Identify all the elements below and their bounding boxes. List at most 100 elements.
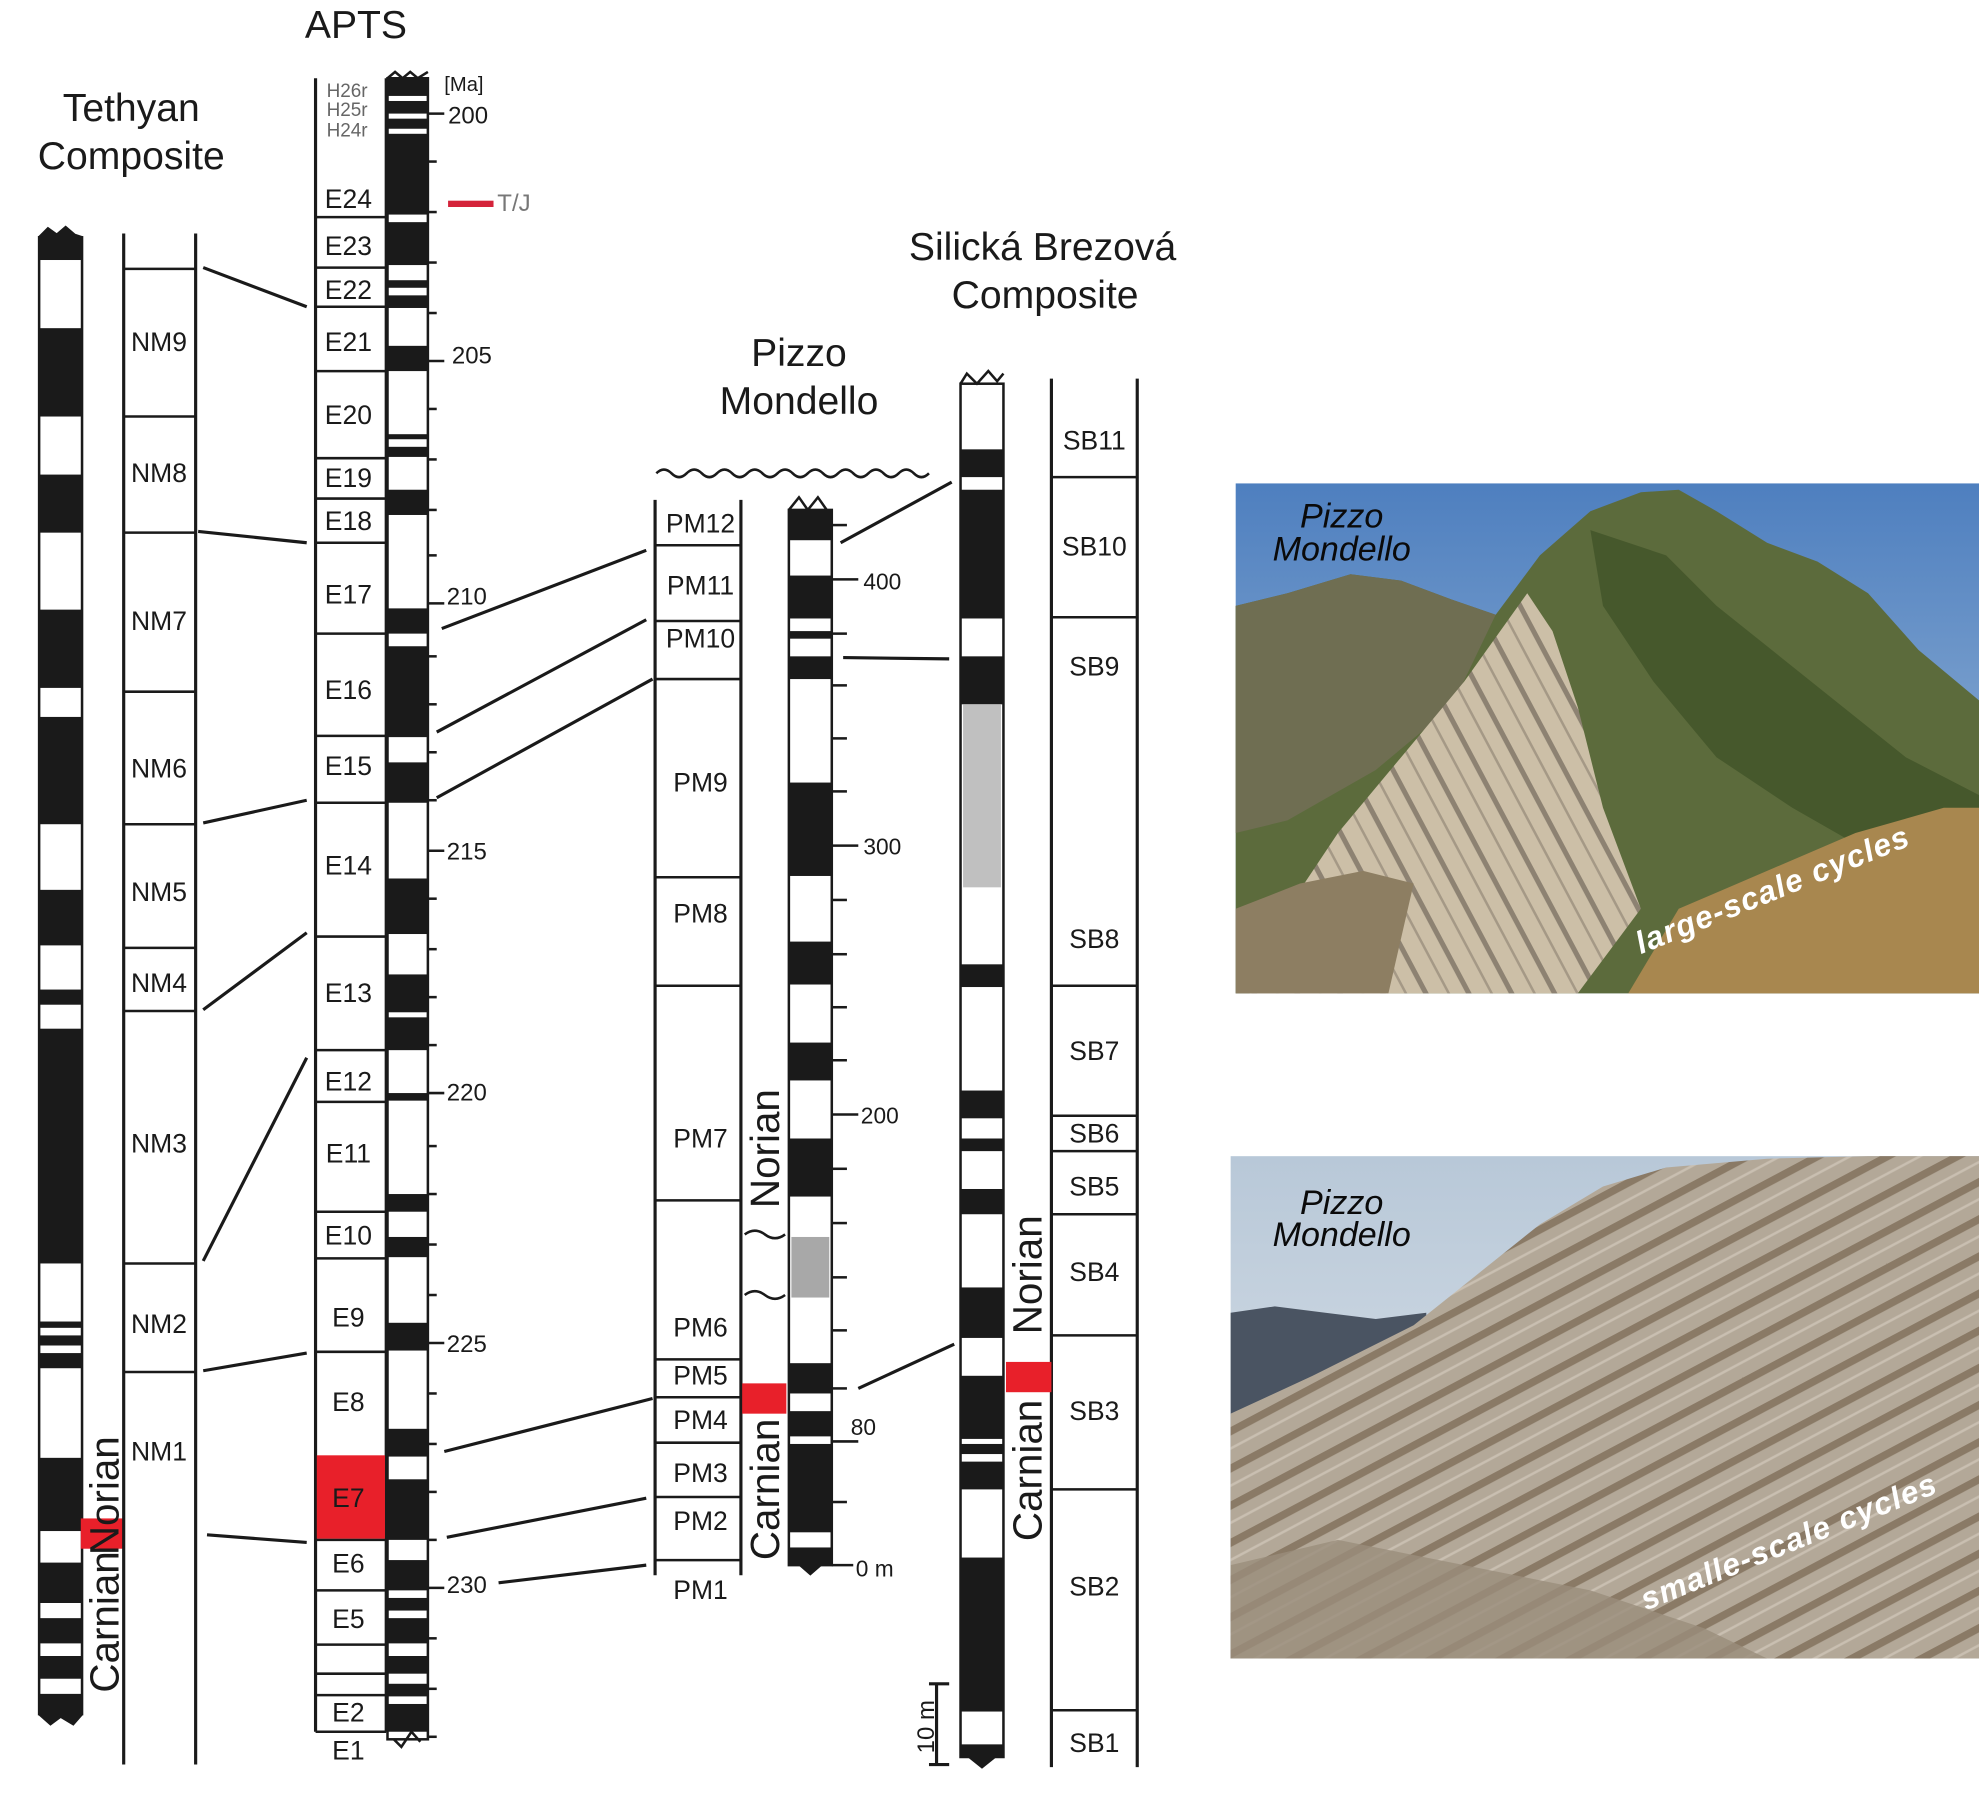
e21-label: E21 [325,327,372,357]
pizzo-title-line2: Mondello [720,380,879,423]
e23-label: E23 [325,231,372,261]
pizzo-polarity-column [787,495,834,1576]
e7-label: E7 [332,1483,364,1513]
sb2-label: SB2 [1069,1571,1119,1601]
nm1-label: NM1 [131,1436,187,1466]
age-215: 215 [447,839,487,866]
pm5-label: PM5 [673,1361,728,1391]
tethyan-title-line2: Composite [38,135,225,178]
apts-age-ticks [427,112,445,1739]
tethyan-norian-label: Norian [82,1436,128,1555]
sb7-label: SB7 [1069,1036,1119,1066]
sb5-label: SB5 [1069,1171,1119,1201]
tethyan-carnian-label: Carnian [82,1551,128,1692]
age-205: 205 [452,343,492,370]
photo2-location-line2: Mondello [1273,1216,1411,1254]
e9-label: E9 [332,1303,364,1333]
pizzo-norian-label: Norian [742,1089,788,1208]
photo1-location-line2: Mondello [1273,530,1411,568]
h25r-label: H25r [327,100,368,121]
silicka-carnian-norian-boundary [1005,1361,1052,1393]
pm6-label: PM6 [673,1313,728,1343]
photo-small-scale-cycles [1230,1156,1979,1659]
apts-polarity-column [386,70,430,1749]
e10-label: E10 [325,1221,372,1251]
sb8-label: SB8 [1069,924,1119,954]
tj-boundary-marker [448,200,494,208]
pm12-label: PM12 [666,509,735,539]
pm10-label: PM10 [666,624,735,654]
e14-label: E14 [325,851,372,881]
age-200: 200 [448,103,488,130]
pizzo-meter-80: 80 [851,1414,876,1440]
e2-label: E2 [332,1698,364,1728]
e5-label: E5 [332,1604,364,1634]
e11-label: E11 [326,1138,371,1168]
e20-label: E20 [325,400,372,430]
pm1-label: PM1 [673,1575,728,1605]
nm9-label: NM9 [131,327,187,357]
tethyan-title-line1: Tethyan [63,87,200,130]
e18-label: E18 [325,506,372,536]
silicka-norian-label: Norian [1004,1215,1050,1334]
scale-bar-label: 10 m [913,1700,940,1753]
age-225: 225 [447,1331,487,1358]
h24r-label: H24r [327,120,368,141]
photo-large-scale-cycles [1235,483,1979,994]
silicka-title-line2: Composite [952,274,1139,317]
e24-label: E24 [325,184,372,214]
tj-label: T/J [497,190,530,217]
pizzo-meter-0: 0 m [856,1555,894,1581]
sb4-label: SB4 [1069,1257,1119,1287]
pizzo-meter-200: 200 [861,1102,899,1128]
silicka-title-line1: Silická Brezová [909,226,1177,269]
nm3-label: NM3 [131,1128,187,1158]
apts-e7-boundary-highlight [316,1455,385,1539]
age-unit-label: [Ma] [444,74,483,96]
scale-bar [928,1682,950,1767]
correlation-lines [198,266,955,1585]
nm8-label: NM8 [131,458,187,488]
pizzo-carnian-norian-boundary [742,1383,787,1414]
sb3-label: SB3 [1069,1396,1119,1426]
pizzo-title-line1: Pizzo [751,332,847,375]
sb6-label: SB6 [1069,1118,1119,1148]
photo1-location-line1: Pizzo [1300,498,1383,536]
pizzo-zone-column [653,499,786,1576]
nm6-label: NM6 [131,754,187,784]
photo2-location-line1: Pizzo [1300,1184,1383,1222]
sb9-label: SB9 [1069,651,1119,681]
e15-label: E15 [325,751,372,781]
e16-label: E16 [325,675,372,705]
silicka-zone-column [1049,378,1139,1768]
e8-label: E8 [332,1387,364,1417]
e6-label: E6 [332,1549,364,1579]
age-210: 210 [447,584,487,611]
pm9-label: PM9 [673,767,728,797]
age-220: 220 [447,1080,487,1107]
e17-label: E17 [325,579,372,609]
nm4-label: NM4 [131,968,187,998]
tethyan-zone-column [122,233,198,1765]
pizzo-meter-ticks [831,523,859,1567]
pm4-label: PM4 [673,1405,728,1435]
pm8-label: PM8 [673,899,728,929]
sb10-label: SB10 [1062,531,1127,561]
e12-label: E12 [325,1067,372,1097]
h26r-label: H26r [327,81,368,102]
sb1-label: SB1 [1069,1728,1119,1758]
pizzo-carnian-label: Carnian [742,1419,788,1560]
pm7-label: PM7 [673,1123,728,1153]
pm3-label: PM3 [673,1458,728,1488]
e13-label: E13 [325,978,372,1008]
nm7-label: NM7 [131,606,187,636]
silicka-polarity-column [959,369,1005,1769]
unconformity-wavy-line [655,468,930,479]
e22-label: E22 [325,275,372,305]
apts-zone-column [313,78,388,1734]
age-230: 230 [447,1572,487,1599]
silicka-carnian-label: Carnian [1004,1400,1050,1541]
e1-label: E1 [332,1736,364,1766]
tethyan-carnian-norian-boundary [80,1518,124,1549]
